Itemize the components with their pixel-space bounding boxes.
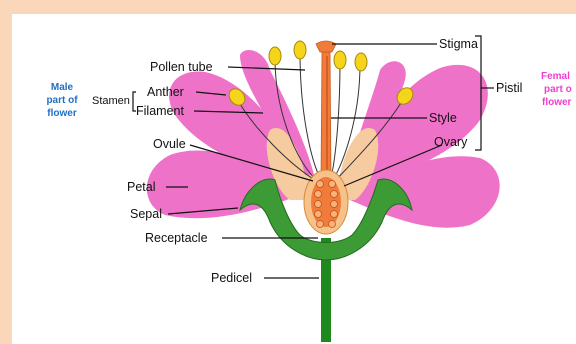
anther-left-3 — [294, 41, 306, 59]
label-receptacle: Receptacle — [145, 231, 208, 245]
label-sepal: Sepal — [130, 207, 162, 221]
label-filament: Filament — [136, 104, 184, 118]
female-line-1: Femal — [541, 71, 570, 82]
label-style: Style — [429, 111, 457, 125]
male-line-2: part of — [46, 95, 78, 106]
style — [321, 52, 331, 180]
male-part-label: Male part of flower — [46, 82, 78, 119]
anther-right-2 — [355, 53, 367, 71]
stigma — [316, 41, 336, 52]
label-stamen: Stamen — [92, 95, 130, 107]
female-part-label: Femal part o flower — [541, 71, 572, 108]
male-line-1: Male — [51, 82, 74, 93]
female-line-2: part o — [544, 84, 572, 95]
label-pollen-tube: Pollen tube — [150, 60, 213, 74]
anther-left-2 — [269, 47, 281, 65]
label-pistil: Pistil — [496, 81, 522, 95]
label-stigma: Stigma — [439, 37, 478, 51]
label-ovule: Ovule — [153, 137, 186, 151]
label-pedicel: Pedicel — [211, 271, 252, 285]
male-line-3: flower — [47, 108, 77, 119]
anther-right-3 — [334, 51, 346, 69]
female-line-3: flower — [542, 97, 572, 108]
label-ovary: Ovary — [434, 135, 468, 149]
label-petal: Petal — [127, 180, 156, 194]
label-anther: Anther — [147, 85, 184, 99]
